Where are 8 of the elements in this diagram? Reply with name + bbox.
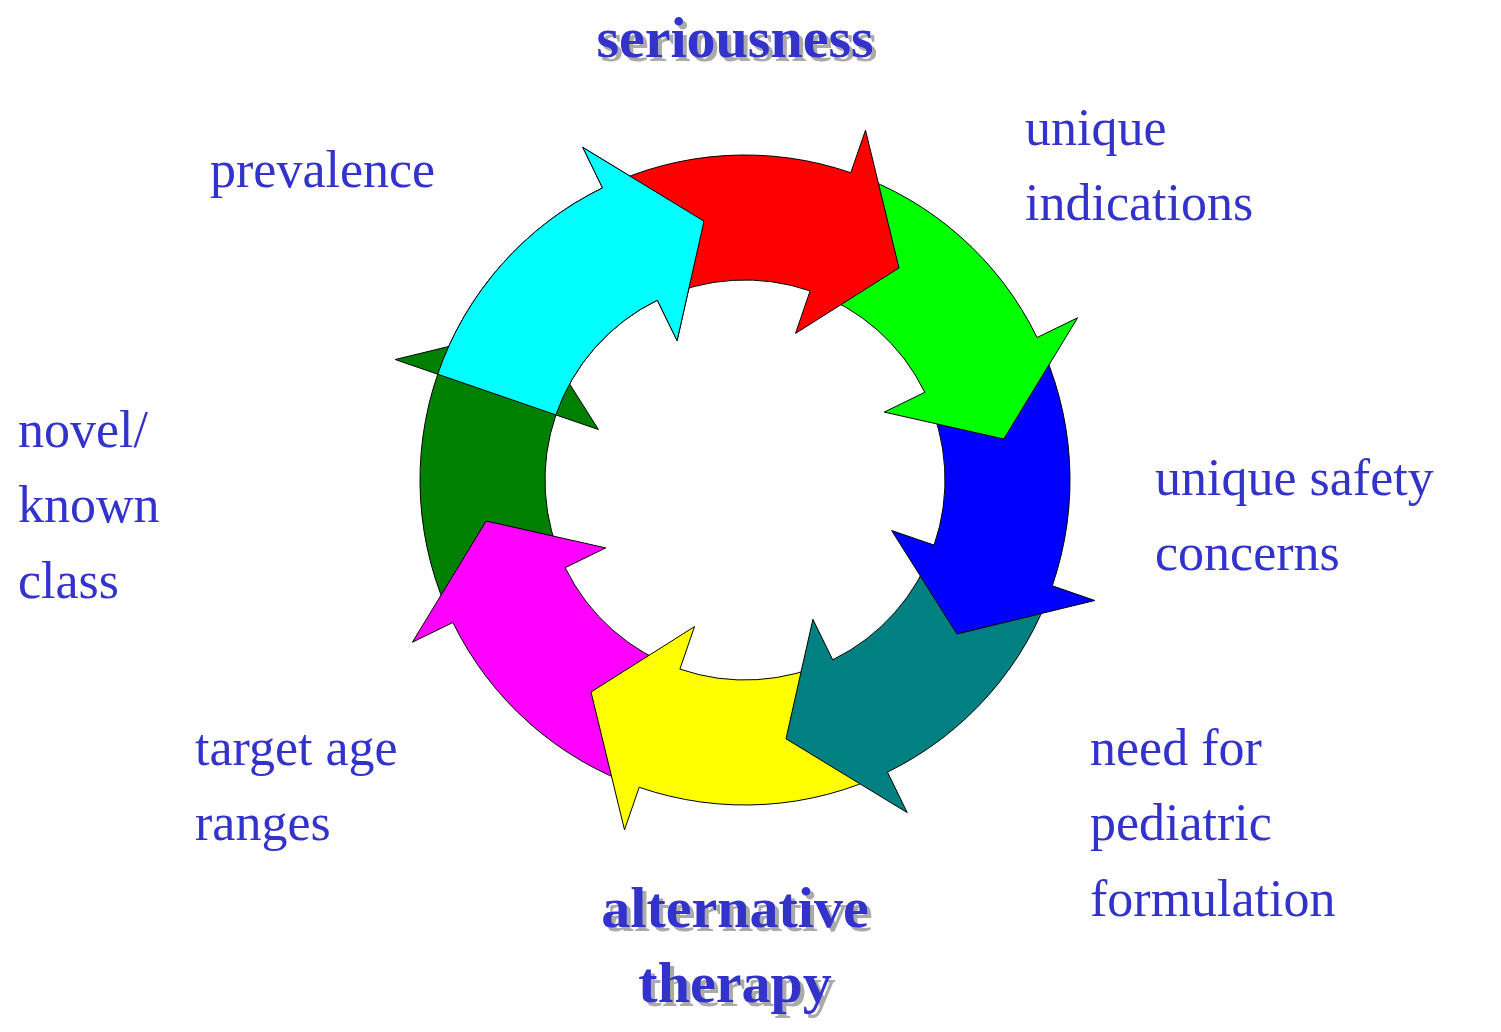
callout-label: novel/ known class <box>18 400 161 611</box>
callout-label: prevalence <box>210 140 437 200</box>
callout-label: need for pediatric formulation <box>1090 718 1337 929</box>
heading: alternative therapy <box>600 874 870 1018</box>
callout-label: unique safety concerns <box>1155 448 1435 584</box>
callout-label: target age ranges <box>195 718 399 854</box>
callout-label: unique indications <box>1025 98 1255 234</box>
heading: seriousness <box>595 4 875 72</box>
